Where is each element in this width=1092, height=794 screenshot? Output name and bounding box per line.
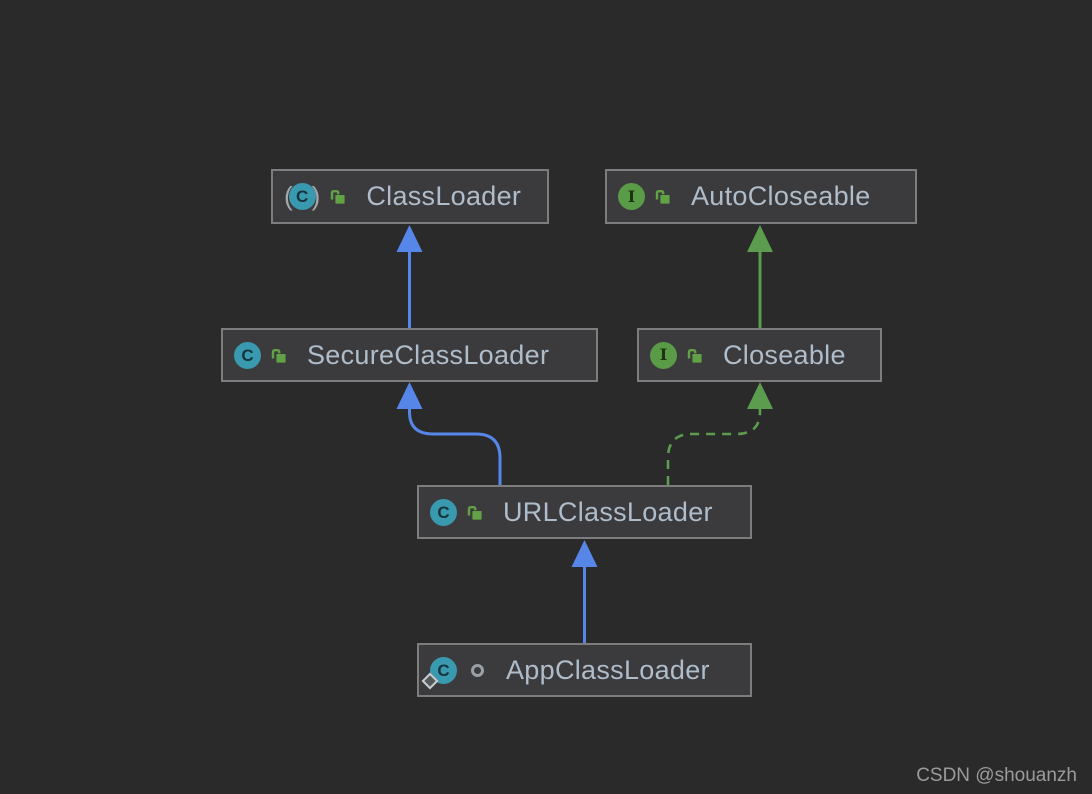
public-open-lock-icon <box>269 346 288 365</box>
class-icon: C <box>421 656 457 689</box>
abstract-paren-left: ( <box>284 181 293 211</box>
node-classloader[interactable]: (C) ClassLoader <box>271 169 549 224</box>
class-name-label: Closeable <box>723 339 846 370</box>
node-urlclassloader[interactable]: C URLClassLoader <box>417 485 752 539</box>
public-open-lock-icon <box>653 187 672 206</box>
node-appclassloader[interactable]: C AppClassLoader <box>417 643 752 697</box>
node-closeable[interactable]: I Closeable <box>637 328 882 382</box>
edge-arrowhead-secureclassloader <box>396 382 423 409</box>
node-autocloseable[interactable]: I AutoCloseable <box>605 169 917 224</box>
edge-implements-urlclassloader-to-closeable <box>666 407 762 485</box>
kind-letter: I <box>627 186 636 206</box>
interface-icon: I <box>618 183 645 210</box>
edge-extends-urlclassloader-to-secureclassloader <box>408 407 502 485</box>
kind-letter: C <box>437 660 450 680</box>
class-name-label: AppClassLoader <box>506 654 710 685</box>
public-open-lock-icon <box>328 187 347 206</box>
kind-letter: C <box>241 345 254 365</box>
kind-letter: I <box>659 345 668 364</box>
public-open-lock-icon <box>465 503 484 522</box>
interface-icon: I <box>650 341 677 369</box>
class-name-label: URLClassLoader <box>503 496 713 527</box>
node-secureclassloader[interactable]: C SecureClassLoader <box>221 328 598 382</box>
edge-arrowhead-classloader <box>396 225 423 252</box>
kind-letter: C <box>437 502 450 522</box>
class-name-label: SecureClassLoader <box>307 339 550 370</box>
edge-arrowhead-urlclassloader <box>571 540 598 567</box>
public-open-lock-icon <box>685 346 704 365</box>
edge-arrowhead-closeable <box>747 382 773 409</box>
abstract-paren-right: ) <box>311 181 321 211</box>
class-name-label: ClassLoader <box>366 181 522 211</box>
static-diamond-icon <box>421 672 439 689</box>
class-icon: C <box>430 498 457 526</box>
package-local-icon <box>471 663 484 677</box>
csdn-watermark: CSDN @shouanzh <box>916 765 1077 786</box>
class-name-label: AutoCloseable <box>691 181 871 211</box>
class-icon: C <box>234 341 261 369</box>
class-icon: C <box>288 183 316 210</box>
edge-arrowhead-autocloseable <box>747 225 773 252</box>
kind-letter: C <box>296 187 309 206</box>
